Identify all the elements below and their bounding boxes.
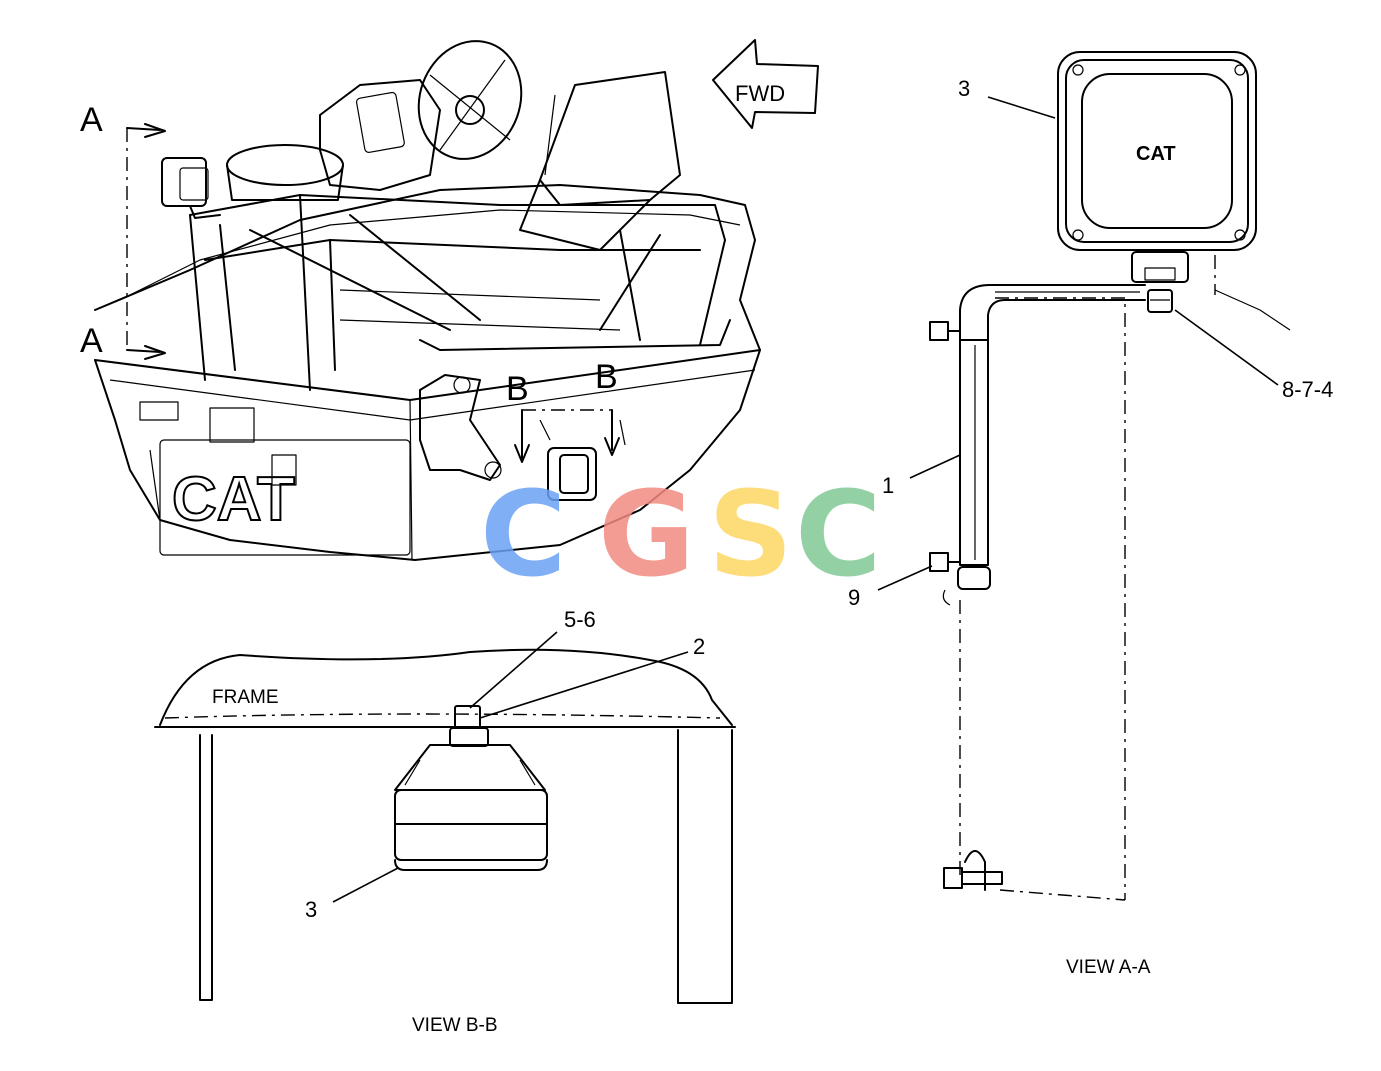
- watermark-letter-4: C: [795, 465, 882, 603]
- view-b-b-caption: VIEW B-B: [412, 1015, 498, 1036]
- machine-isometric-view: CAT: [80, 39, 819, 561]
- watermark-letter-1: C: [480, 465, 567, 603]
- mounting-bracket: [929, 284, 1146, 891]
- section-a-bottom-label: A: [80, 322, 103, 360]
- bolt-group: [1147, 289, 1173, 313]
- section-line-a: A A: [80, 101, 166, 360]
- view-a-a-caption: VIEW A-A: [1066, 957, 1151, 978]
- watermark-letter-2: G: [598, 465, 695, 603]
- fwd-arrow: FWD: [712, 39, 819, 129]
- work-lamp-side: [394, 744, 548, 871]
- frame-label: FRAME: [212, 687, 279, 708]
- callout-lamp-top: 3: [958, 76, 970, 101]
- machine-cat-logo: CAT: [172, 465, 295, 534]
- callout-clip: 9: [848, 585, 860, 610]
- callout-bracket: 1: [882, 473, 894, 498]
- view-b-b: FRAME 5-6 2 3 VIEW B-B: [154, 607, 736, 1036]
- callout-nut-washer: 5-6: [564, 607, 596, 632]
- watermark-letter-3: S: [708, 465, 793, 603]
- section-line-b: B B: [506, 358, 620, 463]
- callout-mount-bolt: 2: [693, 634, 705, 659]
- view-a-a: CAT 3 8-: [848, 51, 1333, 978]
- work-lamp-front: CAT: [1057, 51, 1257, 283]
- mount-nut: [454, 705, 481, 729]
- cgsc-watermark: C G S C: [480, 465, 882, 603]
- fwd-label: FWD: [735, 81, 785, 106]
- section-b-left-label: B: [506, 370, 529, 408]
- section-b-right-label: B: [595, 358, 618, 396]
- section-a-top-label: A: [80, 101, 103, 139]
- callout-bolt-group: 8-7-4: [1282, 377, 1333, 402]
- lamp-cat-logo: CAT: [1136, 143, 1176, 165]
- callout-lamp-bottom: 3: [305, 897, 317, 922]
